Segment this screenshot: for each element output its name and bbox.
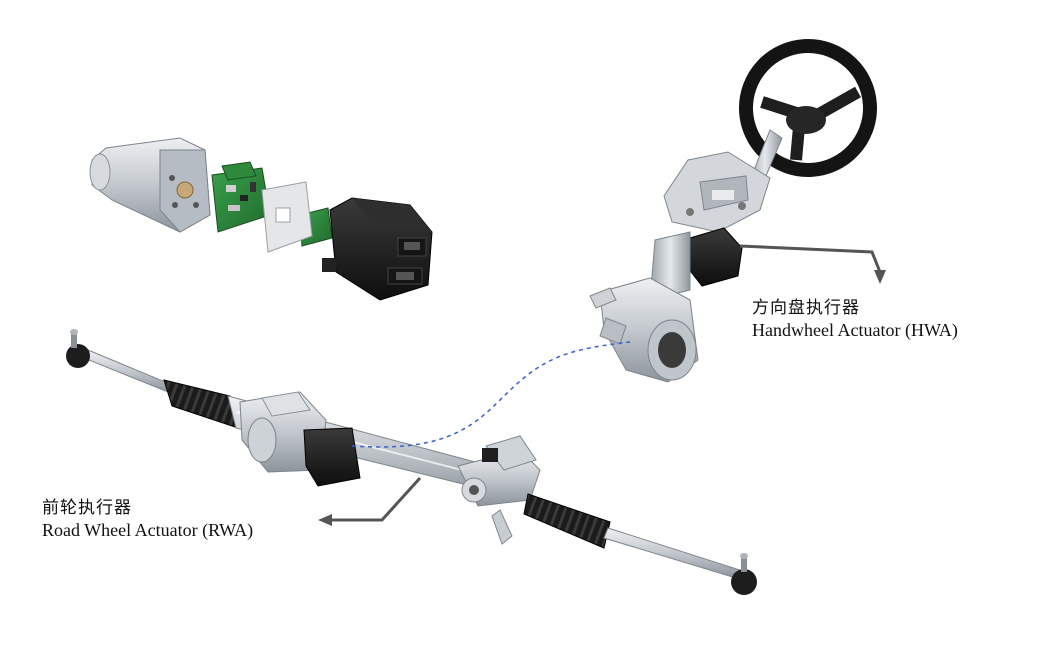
- right-tie-rod-end: [731, 553, 757, 595]
- right-tie-rod: [603, 527, 741, 579]
- rwa-name-zh: 前轮执行器: [42, 498, 132, 518]
- pinion-housing: [457, 435, 541, 545]
- left-bellows-boot: [163, 379, 239, 429]
- handwheel-actuator-assembly: [589, 39, 877, 383]
- left-tie-rod: [83, 349, 171, 393]
- rwa-name-en: Road Wheel Actuator (RWA): [42, 520, 254, 541]
- rwa-ecu-block: [303, 427, 361, 487]
- hwa-name-zh: 方向盘执行器: [752, 298, 860, 318]
- rwa-label: 前轮执行器 Road Wheel Actuator (RWA): [42, 498, 253, 542]
- connector-housing: [322, 197, 433, 301]
- left-tie-rod-end: [66, 329, 90, 368]
- hwa-name-en: Handwheel Actuator (HWA): [752, 320, 958, 341]
- column-motor: [589, 277, 699, 383]
- motor-housing: [89, 137, 211, 233]
- steering-wheel: [739, 39, 877, 177]
- hwa-label: 方向盘执行器 Handwheel Actuator (HWA): [752, 298, 958, 342]
- road-wheel-actuator-assembly: [66, 329, 757, 595]
- hwa-leader-arrow: [739, 244, 886, 284]
- steer-by-wire-link: [351, 341, 631, 448]
- column-mounting-bracket: [663, 151, 771, 233]
- right-bellows-boot: [523, 493, 611, 549]
- exploded-ecu-motor-assembly: [89, 137, 433, 301]
- rwa-motor: [239, 391, 327, 473]
- rwa-leader-arrow: [318, 476, 422, 526]
